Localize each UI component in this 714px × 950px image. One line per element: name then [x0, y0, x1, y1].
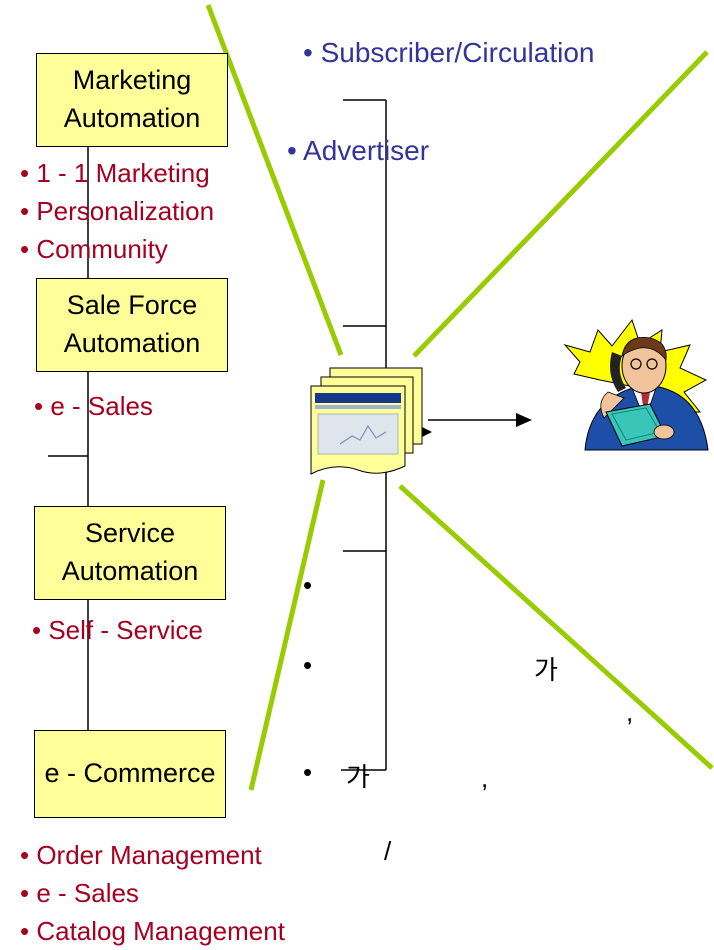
marketing-automation-label-line1: Marketing [72, 65, 192, 96]
service-automation-label-line1: Service [84, 518, 176, 549]
document-stack-icon [310, 367, 423, 475]
green-line-bottom-left [248, 479, 326, 791]
businessman-on-phone-icon [563, 318, 709, 451]
green-line-top-left [205, 4, 344, 356]
list-item: • e - Sales [20, 878, 139, 908]
list-item: • e - Sales [34, 391, 153, 421]
bullet-3: • [303, 757, 313, 787]
list-item: • Self - Service [32, 615, 203, 645]
marketing-automation-label-line2: Automation [63, 103, 201, 133]
bullet-1: • [303, 570, 313, 600]
bullet-2-text: 가 [534, 655, 558, 685]
ecommerce-box: e - Commerce [34, 730, 226, 818]
service-automation-items: • Self - Service [32, 611, 203, 649]
green-line-bottom-right [398, 484, 714, 770]
ecommerce-items: • Order Management • e - Sales • Catalog… [20, 836, 285, 950]
sales-force-automation-label-line2: Automation [63, 328, 201, 358]
comma-2: , [481, 763, 489, 793]
service-automation-label-line2: Automation [61, 556, 199, 586]
sales-force-automation-items: • e - Sales [34, 387, 153, 425]
list-item: • Community [20, 234, 168, 264]
service-automation-box: Service Automation [34, 506, 226, 600]
ecommerce-label: e - Commerce [44, 758, 216, 789]
sales-force-automation-box: Sale Force Automation [36, 278, 228, 372]
bullet-2: • [303, 650, 313, 680]
list-item: • 1 - 1 Marketing [20, 158, 210, 188]
comma-1: , [626, 697, 634, 727]
list-item: • Order Management [20, 840, 262, 870]
marketing-automation-items: • 1 - 1 Marketing • Personalization • Co… [20, 154, 214, 268]
subscriber-circulation-text: • Subscriber/Circulation [303, 37, 595, 68]
list-item: • Catalog Management [20, 916, 285, 946]
list-item: • Personalization [20, 196, 215, 226]
green-line-top-right [412, 50, 709, 358]
advertiser-text: • Advertiser [287, 135, 430, 166]
marketing-automation-box: Marketing Automation [36, 53, 228, 147]
bullet-3-text: 가 [346, 762, 370, 792]
arrow-head-person [516, 413, 532, 427]
slash-separator: / [384, 836, 392, 866]
sales-force-automation-label-line1: Sale Force [66, 290, 198, 321]
